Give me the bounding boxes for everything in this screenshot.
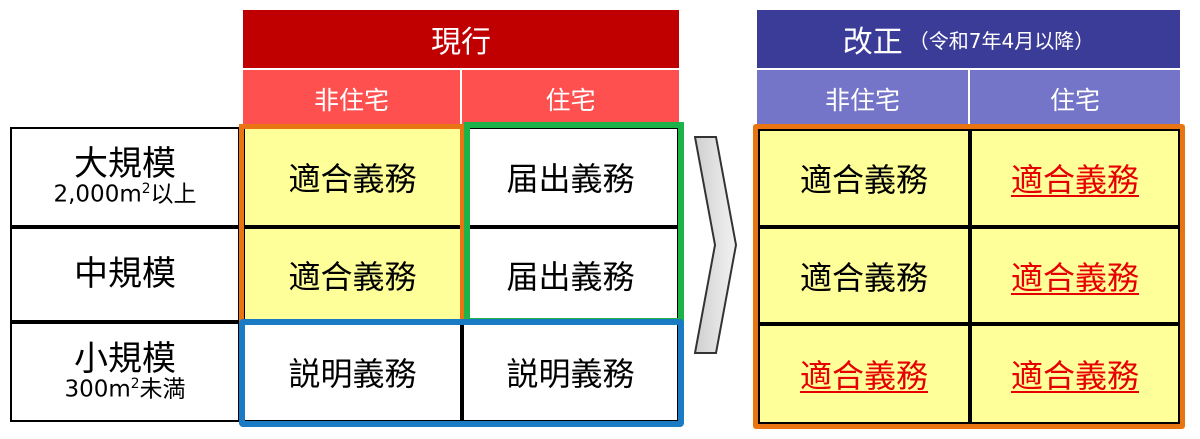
current-cell-small-nonres: 説明義務: [243, 322, 462, 422]
revised-cell-medium-res: 適合義務: [970, 227, 1180, 324]
current-cell-small-res: 説明義務: [462, 322, 679, 422]
row-medium-name: 中規模: [74, 253, 176, 294]
revised-cell-large-nonres: 適合義務: [758, 129, 970, 227]
current-col-nonresidential: 非住宅: [243, 70, 460, 127]
chevron-right-arrow-icon: [694, 136, 738, 354]
changed-text: 適合義務: [799, 357, 928, 395]
revised-cell-large-res: 適合義務: [970, 129, 1180, 227]
notification-frame-green: [464, 122, 684, 324]
current-col-residential: 住宅: [462, 70, 679, 127]
row-small-name: 小規模: [74, 338, 176, 379]
revised-compliance-frame-orange: [753, 124, 1185, 429]
row-label-medium: 中規模: [10, 227, 240, 322]
row-label-small: 小規模 300m2未満: [10, 322, 240, 422]
revised-cell-medium-nonres: 適合義務: [758, 227, 970, 324]
row-label-large: 大規模 2,000m2以上: [10, 127, 240, 227]
revised-title-text: 改正: [842, 25, 903, 60]
current-cell-medium-nonres: 適合義務: [243, 227, 462, 322]
revised-cell-small-res: 適合義務: [970, 324, 1180, 424]
changed-text: 適合義務: [1010, 258, 1139, 297]
current-cell-large-res: 届出義務: [462, 127, 679, 227]
row-small-size: 300m2未満: [64, 376, 186, 404]
revised-col-residential: 住宅: [970, 70, 1180, 127]
current-cell-large-nonres: 適合義務: [243, 127, 462, 227]
row-large-name: 大規模: [74, 143, 176, 184]
changed-text: 適合義務: [1010, 357, 1139, 395]
current-cell-medium-res: 届出義務: [462, 227, 679, 322]
revised-title: 改正（令和7年4月以降）: [757, 10, 1180, 68]
changed-text: 適合義務: [1010, 161, 1139, 199]
compliance-frame-orange: [239, 124, 465, 324]
revised-cell-small-nonres: 適合義務: [758, 324, 970, 424]
current-title: 現行: [243, 10, 679, 68]
revised-col-nonresidential: 非住宅: [757, 70, 968, 127]
revised-title-note: （令和7年4月以降）: [908, 28, 1095, 53]
explanation-frame-blue: [239, 319, 684, 427]
row-large-size: 2,000m2以上: [53, 181, 197, 209]
